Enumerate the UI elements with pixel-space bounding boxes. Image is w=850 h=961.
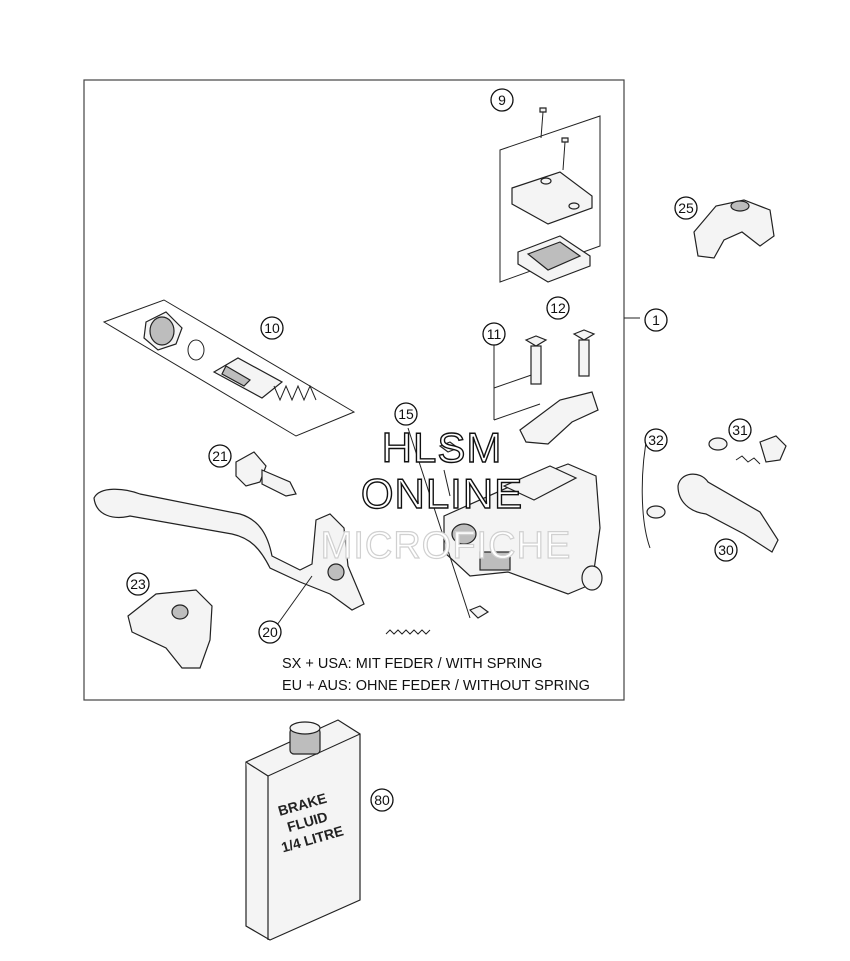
callout-number: 25 (678, 200, 694, 216)
callout-1: 1 (644, 308, 668, 332)
brake-fluid-bottle (245, 719, 361, 941)
callout-circle (644, 428, 668, 452)
master-cylinder-body (438, 441, 603, 595)
callout-12: 12 (546, 296, 570, 320)
callout-circle (394, 402, 418, 426)
callout-circle (546, 296, 570, 320)
callout-circle (674, 196, 698, 220)
callout-10: 10 (260, 316, 284, 340)
callout-30: 30 (714, 538, 738, 562)
callout-31: 31 (728, 418, 752, 442)
callout-number: 9 (498, 92, 506, 108)
callout-circle (208, 444, 232, 468)
callout-circle (490, 88, 514, 112)
callout-layer: 1 9 10 11 12 15 20 21 23 25 30 31 32 80 (126, 88, 752, 812)
callout-circle (370, 788, 394, 812)
note-with-spring: SX + USA: MIT FEDER / WITH SPRING (282, 656, 542, 672)
callout-20: 20 (258, 620, 282, 644)
callout-23: 23 (126, 572, 150, 596)
callout-25: 25 (674, 196, 698, 220)
clamp-bolts-group (493, 329, 599, 445)
callout-circle (260, 316, 284, 340)
callout-9: 9 (490, 88, 514, 112)
callout-number: 12 (550, 300, 566, 316)
lever-group (93, 488, 431, 635)
callout-number: 15 (398, 406, 414, 422)
callout-circle (644, 308, 668, 332)
callout-number: 32 (648, 432, 664, 448)
callout-circle (728, 418, 752, 442)
lever-guard-group (127, 589, 213, 669)
callout-21: 21 (208, 444, 232, 468)
callout-circle (714, 538, 738, 562)
callout-number: 10 (264, 320, 280, 336)
reservoir-cover-group (499, 107, 601, 283)
callout-number: 30 (718, 542, 734, 558)
callout-80: 80 (370, 788, 394, 812)
callout-number: 11 (487, 326, 502, 342)
callout-number: 31 (732, 422, 748, 438)
callout-number: 23 (130, 576, 146, 592)
callout-32: 32 (644, 428, 668, 452)
callout-number: 21 (212, 448, 228, 464)
callout-number: 1 (652, 312, 660, 328)
adjuster-group (235, 451, 297, 497)
callout-11: 11 (482, 322, 506, 346)
note-without-spring: EU + AUS: OHNE FEDER / WITHOUT SPRING (282, 678, 590, 694)
callout-number: 20 (262, 624, 278, 640)
piston-kit-group (102, 299, 356, 437)
callout-circle (258, 620, 282, 644)
watermark-line3: MICROFICHE (321, 525, 572, 567)
callout-number: 80 (374, 792, 390, 808)
watermark-line2: ONLINE (361, 470, 523, 517)
callout-circle (482, 322, 506, 346)
callout-15: 15 (394, 402, 418, 426)
callout-circle (126, 572, 150, 596)
assembly-frame (83, 79, 625, 701)
watermark-line1: HLSM (382, 424, 503, 471)
handlebar-clamp-group (693, 199, 775, 259)
